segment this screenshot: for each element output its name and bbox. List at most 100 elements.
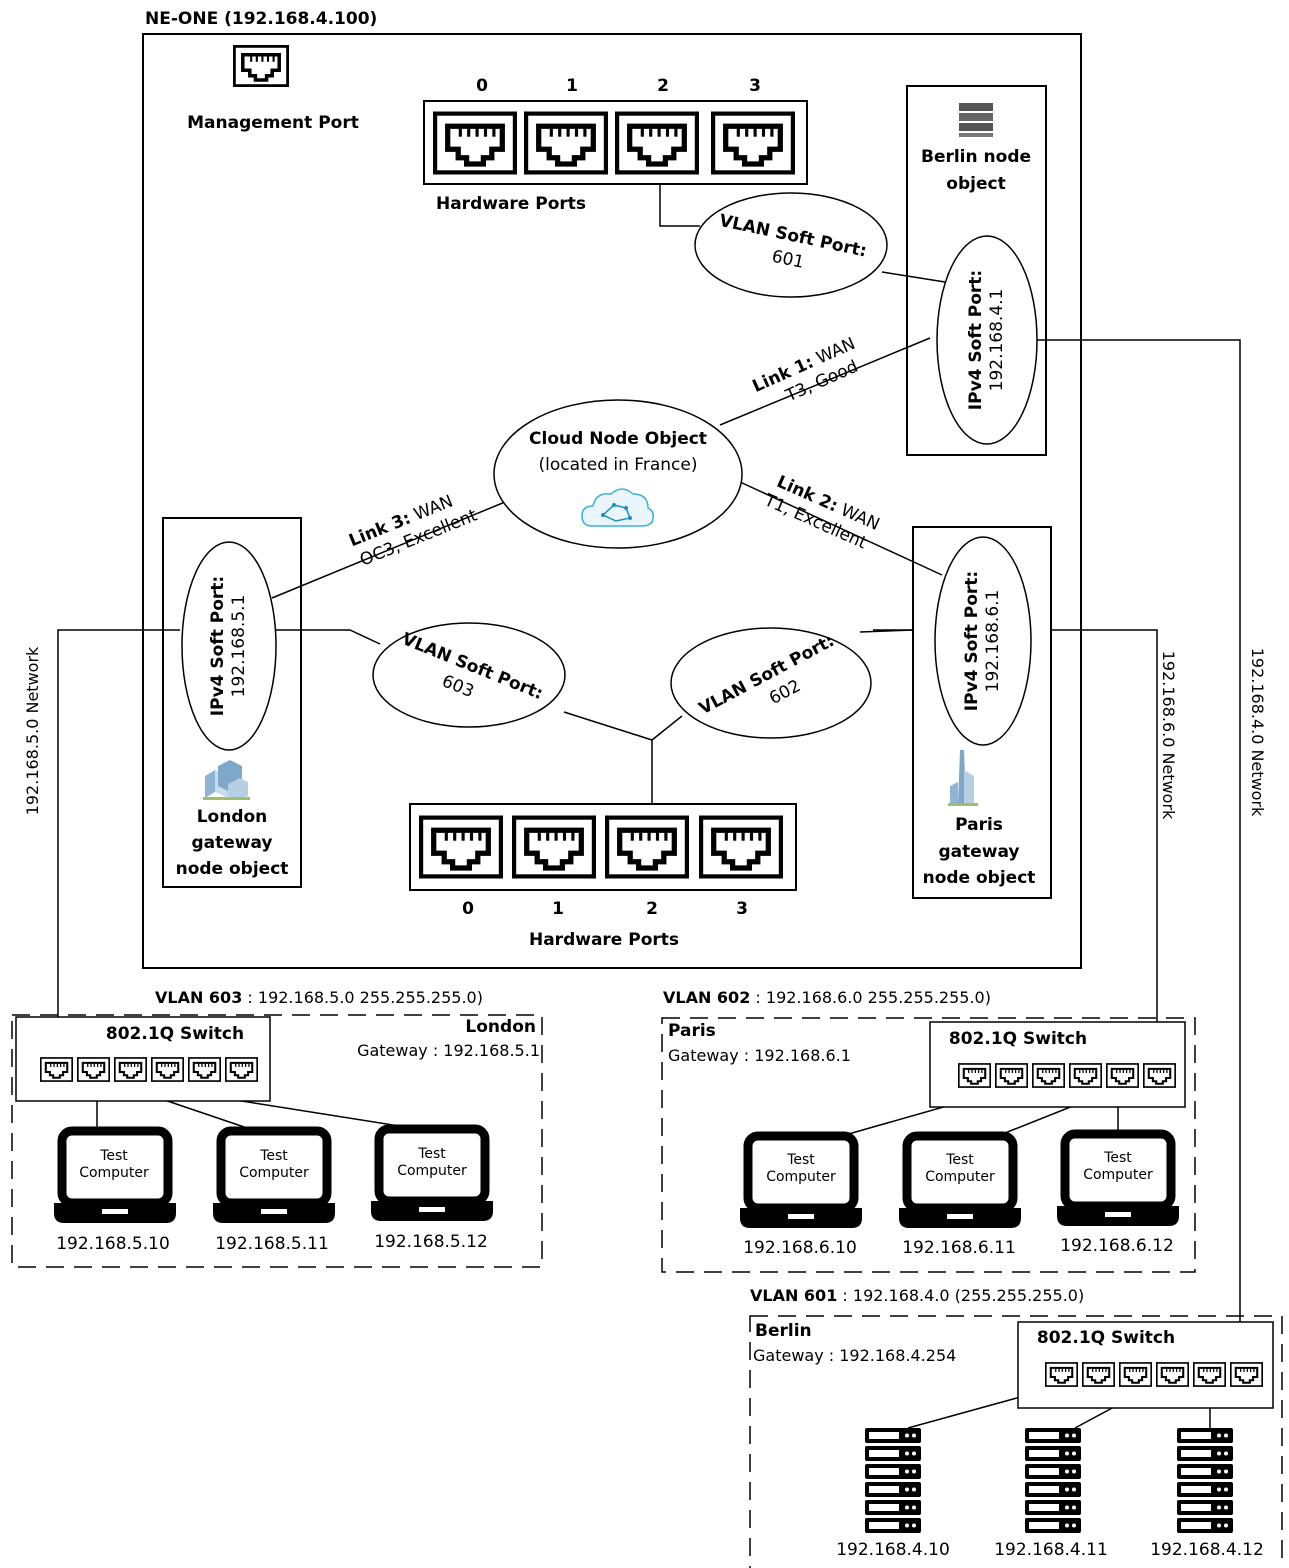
switch-port-icon[interactable]: [151, 1057, 184, 1082]
host-ip: 192.168.4.12: [1150, 1540, 1264, 1560]
host-ip: 192.168.4.10: [836, 1540, 950, 1560]
switch-port-icon[interactable]: [958, 1063, 991, 1088]
ethernet-port-icon[interactable]: [713, 114, 793, 173]
ethernet-port-icon[interactable]: [514, 818, 594, 877]
berlin-site-name: Berlin: [755, 1321, 812, 1341]
london-ipv4-soft-port[interactable]: [181, 541, 277, 751]
ethernet-port-icon[interactable]: [617, 114, 697, 173]
berlin-vlan-title: VLAN 601 : 192.168.4.0 (255.255.255.0): [750, 1286, 1084, 1305]
switch-port-icon[interactable]: [1032, 1063, 1065, 1088]
paris-ipv4-soft-port[interactable]: [934, 536, 1032, 746]
test-computer-label: Computer: [766, 1169, 836, 1185]
paris-site-name: Paris: [668, 1021, 716, 1041]
ethernet-port-icon[interactable]: [435, 114, 515, 173]
switch-port-icon[interactable]: [114, 1057, 147, 1082]
bottom-port-number: 2: [646, 899, 658, 919]
bottom-port-number: 3: [736, 899, 748, 919]
test-computer-label: Test: [1103, 1150, 1132, 1166]
connector-lines: [57, 184, 1241, 1429]
cloud-node-title: Cloud Node Object: [529, 429, 707, 449]
top-port-number: 2: [657, 76, 669, 96]
paris-node-label: gateway: [938, 842, 1019, 862]
ne-one-box: [142, 33, 1082, 969]
bottom-port-number: 1: [552, 899, 564, 919]
ethernet-port-icon[interactable]: [526, 114, 606, 173]
host-ip: 192.168.5.12: [374, 1232, 488, 1252]
management-port-icon: [234, 46, 287, 85]
buildings-icon: [203, 760, 250, 800]
ethernet-port-icon[interactable]: [607, 818, 687, 877]
test-computer-label: Test: [945, 1152, 974, 1168]
switch-port-icon[interactable]: [77, 1057, 110, 1082]
switch-port-icon[interactable]: [40, 1057, 73, 1082]
ethernet-port-icon[interactable]: [421, 818, 501, 877]
berlin-ipv4-soft-port[interactable]: [936, 235, 1038, 445]
host-ip: 192.168.6.11: [902, 1238, 1016, 1258]
berlin-soft-port-ip: 192.168.4.1: [987, 289, 1007, 392]
berlin-node-label: Berlin node: [921, 147, 1031, 167]
switch-port-icon[interactable]: [1193, 1362, 1226, 1387]
berlin-soft-port-label: IPv4 Soft Port:: [966, 270, 986, 410]
switch-port-icon[interactable]: [995, 1063, 1028, 1088]
test-computer-label: Computer: [239, 1165, 309, 1181]
switch-port-icon[interactable]: [1069, 1063, 1102, 1088]
server-stack-icon: [959, 103, 993, 137]
top-port-number: 1: [566, 76, 578, 96]
london-switch-label: 802.1Q Switch: [106, 1024, 244, 1044]
skyscraper-icon: [948, 750, 978, 806]
test-computer-label: Computer: [397, 1163, 467, 1179]
switch-port-icon[interactable]: [1045, 1362, 1078, 1387]
paris-switch-label: 802.1Q Switch: [949, 1029, 1087, 1049]
ethernet-port-icon[interactable]: [701, 818, 781, 877]
switch-port-icon[interactable]: [1082, 1362, 1115, 1387]
server-icon[interactable]: [1025, 1428, 1081, 1533]
cloud-icon: [581, 488, 655, 527]
cloud-node-object[interactable]: [493, 399, 743, 549]
paris-node-label: Paris: [955, 815, 1003, 835]
london-site-name: London: [465, 1017, 536, 1037]
server-icon[interactable]: [1177, 1428, 1233, 1533]
test-computer-label: Test: [259, 1148, 288, 1164]
switch-port-icon[interactable]: [225, 1057, 258, 1082]
switch-port-icon[interactable]: [1106, 1063, 1139, 1088]
vlan-soft-port-602[interactable]: [670, 627, 872, 739]
top-port-number: 0: [476, 76, 488, 96]
switch-port-icon[interactable]: [1230, 1362, 1263, 1387]
switch-port-icon[interactable]: [1143, 1063, 1176, 1088]
paris-vlan-title: VLAN 602 : 192.168.6.0 255.255.255.0): [663, 988, 991, 1007]
bottom-hardware-ports-label: Hardware Ports: [529, 930, 679, 950]
berlin-switch-label: 802.1Q Switch: [1037, 1328, 1175, 1348]
switch-port-icon[interactable]: [1119, 1362, 1152, 1387]
paris-soft-port-ip: 192.168.6.1: [983, 590, 1003, 693]
switch-port-icon[interactable]: [188, 1057, 221, 1082]
network-label-192-168-6-0: 192.168.6.0 Network: [1159, 651, 1178, 820]
test-computer-label: Computer: [925, 1169, 995, 1185]
vlan-soft-port-603[interactable]: [372, 622, 566, 728]
london-node-label: gateway: [191, 833, 272, 853]
test-computer-label: Test: [417, 1146, 446, 1162]
berlin-vlan-area: [749, 1315, 1283, 1568]
ne-one-title: NE-ONE (192.168.4.100): [145, 9, 377, 29]
paris-vlan-area: [661, 1017, 1196, 1273]
management-port-label: Management Port: [187, 113, 359, 133]
paris-soft-port-label: IPv4 Soft Port:: [962, 571, 982, 711]
london-vlan-area: [11, 1014, 543, 1268]
london-node-label: London: [197, 807, 268, 827]
bottom-port-number: 0: [462, 899, 474, 919]
paris-gateway: Gateway : 192.168.6.1: [668, 1046, 851, 1065]
paris-gateway-node-box: [912, 526, 1052, 899]
top-port-number: 3: [749, 76, 761, 96]
london-node-label: node object: [176, 859, 289, 879]
host-ip: 192.168.4.11: [994, 1540, 1108, 1560]
server-icon[interactable]: [865, 1428, 921, 1533]
top-hardware-ports-label: Hardware Ports: [436, 194, 586, 214]
test-computer-label: Test: [786, 1152, 815, 1168]
host-ip: 192.168.6.12: [1060, 1236, 1174, 1256]
switch-port-icon[interactable]: [1156, 1362, 1189, 1387]
berlin-node-label: object: [946, 174, 1005, 194]
test-computer-label: Test: [99, 1148, 128, 1164]
test-computer-label: Computer: [79, 1165, 149, 1181]
london-gateway-node-box: [162, 517, 302, 888]
vlan-soft-port-601[interactable]: [694, 192, 888, 298]
